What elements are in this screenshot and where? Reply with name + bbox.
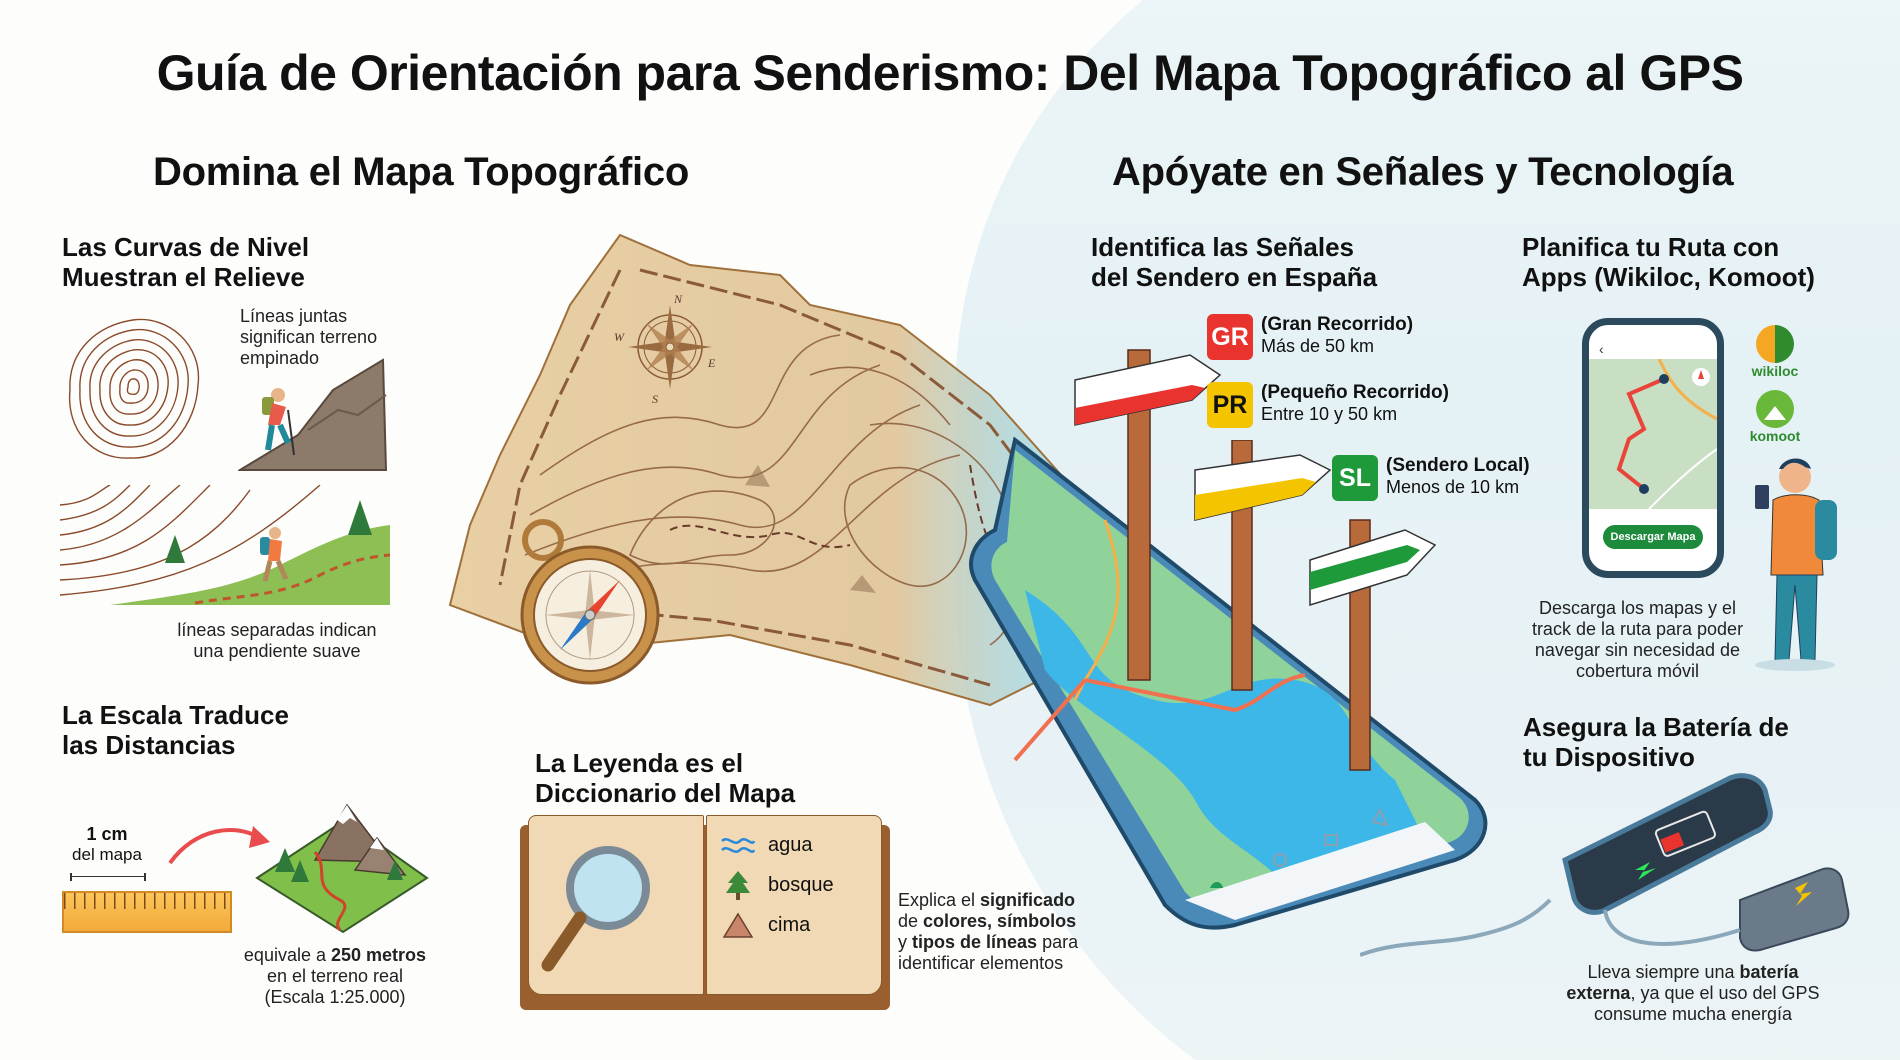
pocket-compass-icon xyxy=(520,519,660,685)
main-title: Guía de Orientación para Senderismo: Del… xyxy=(156,45,1744,101)
signs-heading: Identifica las Señales del Sendero en Es… xyxy=(1091,232,1378,292)
pr-signpost-icon xyxy=(1194,440,1332,691)
scale-result-text: equivale a 250 metros en el terreno real… xyxy=(243,945,427,1007)
tree-icon xyxy=(726,871,750,900)
hiker-with-phone-icon xyxy=(1755,458,1837,671)
apps-heading: Planifica tu Ruta con Apps (Wikiloc, Kom… xyxy=(1522,232,1815,292)
water-waves-icon xyxy=(721,838,756,853)
gentle-slope-text: líneas separadas indican una pendiente s… xyxy=(177,620,377,661)
legend-item-peak: cima xyxy=(720,905,834,945)
trail-item-sl: SL (Sendero Local) Menos de 10 km xyxy=(1332,455,1530,501)
svg-text:W: W xyxy=(614,330,625,344)
mountain-terrain-icon xyxy=(255,803,429,934)
legend-item-forest: bosque xyxy=(720,865,834,905)
trail-item-gr: GR (Gran Recorrido) Más de 50 km xyxy=(1207,314,1413,360)
home-icon xyxy=(1210,882,1223,888)
sl-badge: SL xyxy=(1332,455,1378,501)
ruler-icon xyxy=(62,891,232,933)
legend-description: Explica el significado de colores, símbo… xyxy=(898,890,1079,973)
magnifying-glass-icon xyxy=(541,846,650,972)
wikiloc-logo: wikiloc xyxy=(1745,325,1805,379)
phone-charging-illustration xyxy=(1360,773,1850,957)
route-map xyxy=(1589,359,1717,509)
gr-signpost-icon xyxy=(1074,349,1222,681)
arrow-right-icon xyxy=(168,826,270,865)
location-pin-icon xyxy=(1273,853,1287,867)
battery-description: Lleva siempre una batería externa, ya qu… xyxy=(1566,962,1820,1024)
trail-item-pr: PR (Pequeño Recorrido) Entre 10 y 50 km xyxy=(1207,382,1449,428)
komoot-logo: komoot xyxy=(1745,390,1805,444)
svg-text:N: N xyxy=(673,292,683,306)
map-tab-icon xyxy=(1324,834,1338,846)
peak-triangle-icon xyxy=(722,912,754,938)
section-title-map: Domina el Mapa Topográfico xyxy=(153,150,689,194)
concentric-contours-icon xyxy=(68,318,200,459)
hiker-steep-slope-icon xyxy=(238,358,388,471)
legend-item-water: agua xyxy=(720,825,834,865)
gentle-slope-illustration xyxy=(60,485,390,605)
low-battery-icon xyxy=(1654,810,1716,857)
section-title-tech: Apóyate en Señales y Tecnología xyxy=(1112,150,1734,194)
scale-heading: La Escala Traduce las Distancias xyxy=(62,700,289,760)
svg-text:E: E xyxy=(707,356,716,370)
komoot-logo-icon xyxy=(1756,390,1794,428)
sl-signpost-icon xyxy=(1309,519,1437,771)
pr-badge: PR xyxy=(1207,382,1253,428)
app-phone-mockup: ‹ Descargar Mapa xyxy=(1582,318,1724,578)
scale-bracket xyxy=(70,873,146,881)
battery-heading: Asegura la Batería de tu Dispositivo xyxy=(1523,712,1789,772)
back-chevron-icon[interactable]: ‹ xyxy=(1599,341,1604,357)
open-book-illustration xyxy=(520,815,890,1010)
navigate-icon xyxy=(1371,807,1389,827)
power-bank-icon xyxy=(1739,867,1850,952)
contours-heading: Las Curvas de Nivel Muestran el Relieve xyxy=(62,232,310,292)
charging-bolt-icon xyxy=(1635,862,1656,880)
steep-terrain-text: Líneas juntas significan terreno empinad… xyxy=(240,306,378,368)
legend-list: agua bosque cima xyxy=(720,825,834,945)
compass-rose-icon: N E S W xyxy=(614,292,716,406)
phone-map-illustration xyxy=(969,436,1488,930)
gr-badge: GR xyxy=(1207,314,1253,360)
scale-unit-label: 1 cm del mapa xyxy=(72,824,142,864)
legend-heading: La Leyenda es el Diccionario del Mapa xyxy=(535,748,796,808)
wikiloc-logo-icon xyxy=(1756,325,1794,363)
svg-text:S: S xyxy=(652,392,658,406)
download-map-button[interactable]: Descargar Mapa xyxy=(1603,525,1703,549)
apps-description: Descarga los mapas y el track de la ruta… xyxy=(1531,598,1744,681)
